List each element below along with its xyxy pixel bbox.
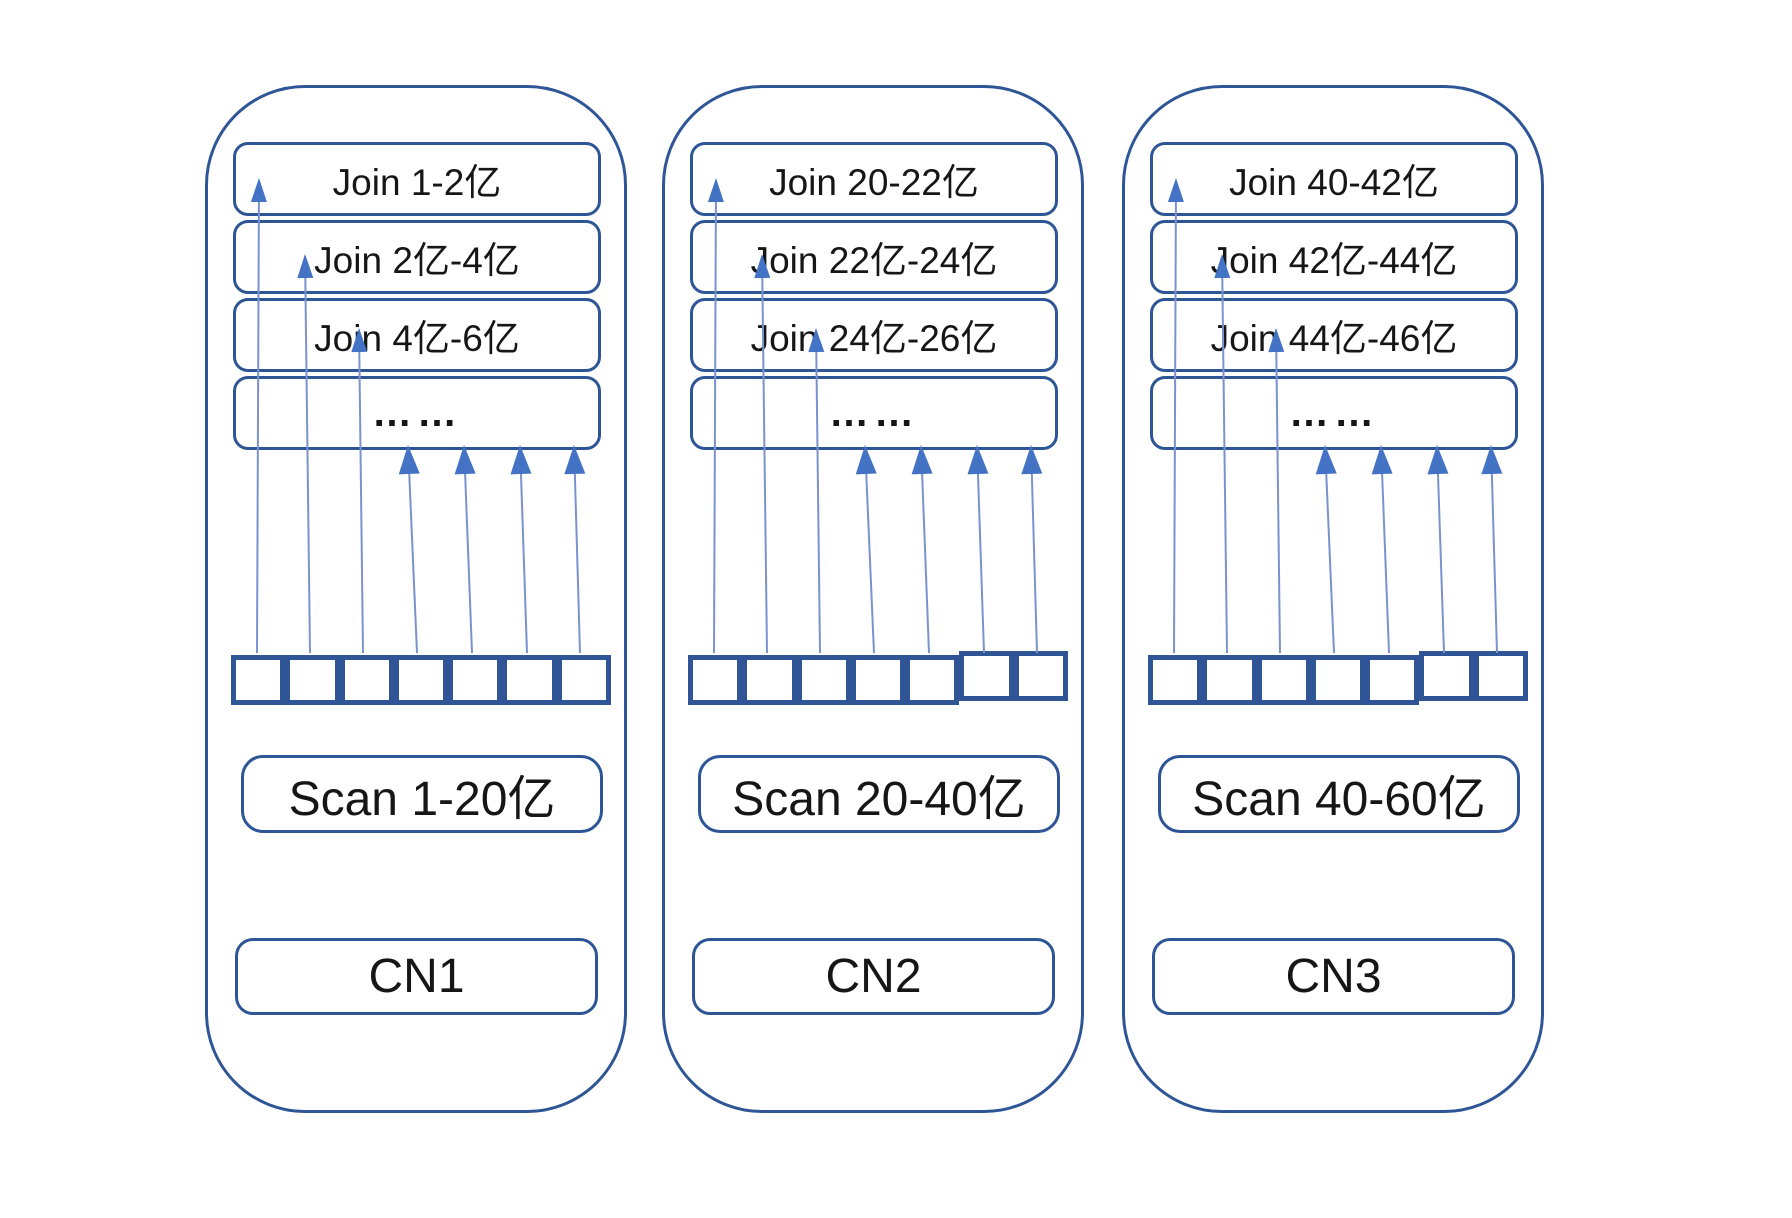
- partition-cell: [393, 655, 449, 705]
- partition-cell: [1202, 655, 1257, 705]
- join-box: Join 42亿-44亿: [1150, 220, 1518, 294]
- partition-cell: [1419, 651, 1474, 701]
- compute-node-3: Join 40-42亿 Join 42亿-44亿 Join 44亿-46亿 ………: [1122, 85, 1544, 1113]
- partition-cell: [688, 655, 743, 705]
- join-box: Join 40-42亿: [1150, 142, 1518, 216]
- ellipsis-box: ……: [690, 376, 1058, 450]
- join-box: Join 4亿-6亿: [233, 298, 601, 372]
- join-box: Join 24亿-26亿: [690, 298, 1058, 372]
- partition-cell: [1148, 655, 1203, 705]
- partition-cell: [959, 651, 1014, 701]
- cn-label-box: CN1: [235, 938, 598, 1015]
- join-box: Join 20-22亿: [690, 142, 1058, 216]
- partition-cell: [742, 655, 797, 705]
- scan-box: Scan 40-60亿: [1158, 755, 1520, 833]
- ellipsis-box: ……: [1150, 376, 1518, 450]
- scan-box: Scan 20-40亿: [698, 755, 1060, 833]
- cn-label-box: CN2: [692, 938, 1055, 1015]
- partition-cell: [556, 655, 612, 705]
- partition-bar: [688, 651, 1069, 705]
- compute-node-2: Join 20-22亿 Join 22亿-24亿 Join 24亿-26亿 ………: [662, 85, 1084, 1113]
- join-box: Join 22亿-24亿: [690, 220, 1058, 294]
- join-box: Join 2亿-4亿: [233, 220, 601, 294]
- scan-box: Scan 1-20亿: [241, 755, 603, 833]
- compute-node-1: Join 1-2亿 Join 2亿-4亿 Join 4亿-6亿 …… Scan …: [205, 85, 627, 1113]
- join-box: Join 1-2亿: [233, 142, 601, 216]
- partition-bar: [1148, 651, 1529, 705]
- partition-cell: [1365, 655, 1420, 705]
- cn-label-box: CN3: [1152, 938, 1515, 1015]
- partition-cell: [1256, 655, 1311, 705]
- partition-cell: [1013, 651, 1069, 701]
- partition-cell: [1473, 651, 1529, 701]
- partition-cell: [339, 655, 394, 705]
- partition-bar: [231, 655, 612, 705]
- join-box: Join 44亿-46亿: [1150, 298, 1518, 372]
- partition-cell: [850, 655, 906, 705]
- partition-cell: [285, 655, 340, 705]
- partition-cell: [796, 655, 851, 705]
- partition-cell: [448, 655, 503, 705]
- ellipsis-box: ……: [233, 376, 601, 450]
- partition-cell: [905, 655, 960, 705]
- partition-cell: [231, 655, 286, 705]
- partition-cell: [1310, 655, 1366, 705]
- partition-cell: [502, 655, 557, 705]
